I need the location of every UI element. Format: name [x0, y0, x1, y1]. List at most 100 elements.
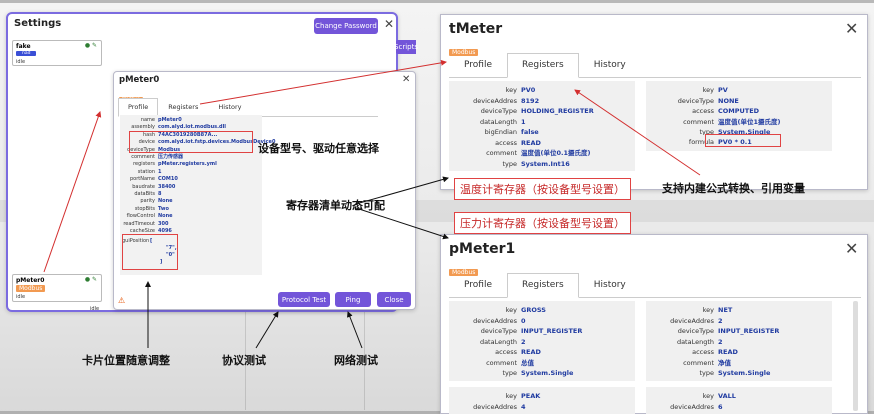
field-value[interactable]: 温度值(单位0.1摄氏度) [521, 149, 591, 157]
field-value[interactable]: 2 [718, 316, 723, 325]
field-value[interactable]: 6 [718, 402, 723, 411]
close-button[interactable]: Close [377, 292, 411, 307]
field-row: dataLength 2 [449, 337, 629, 348]
field-value[interactable]: 4 [521, 402, 526, 411]
field-value[interactable]: INPUT_REGISTER [718, 327, 780, 335]
field-value[interactable]: GROSS [521, 306, 546, 314]
protocol-test-button[interactable]: Protocol Test [278, 292, 330, 307]
field-value[interactable]: NONE [718, 96, 739, 105]
field-value[interactable]: READ [718, 348, 738, 356]
gear-icon[interactable]: ● ✎ [84, 276, 97, 283]
field-value[interactable]: READ [521, 348, 541, 356]
field-value[interactable]: 2 [521, 337, 526, 346]
field-key: comment [486, 149, 517, 157]
field-value[interactable]: 总值 [521, 358, 534, 367]
field-value[interactable]: System.Single [718, 369, 771, 377]
field-key: key [505, 306, 517, 314]
device-card-fake[interactable]: fake ● ✎ nad idle [12, 40, 102, 66]
field-value[interactable]: com.alyd.iot.modbus.dll [158, 124, 227, 131]
field-value[interactable]: 温度值(单位1摄氏度) [718, 117, 781, 126]
field-value[interactable]: pMeter.registers.yml [158, 161, 217, 168]
field-value[interactable]: NET [718, 306, 733, 314]
modbus-badge: Modbus [16, 285, 46, 292]
change-password-button[interactable]: Change Password [314, 18, 378, 34]
field-value[interactable]: false [521, 128, 539, 136]
close-icon[interactable]: ✕ [384, 17, 395, 31]
field-value[interactable]: System.Int16 [521, 159, 570, 168]
field-value[interactable]: HOLDING_REGISTER [521, 107, 594, 115]
scrollbar[interactable] [853, 301, 858, 411]
field-value[interactable]: COM10 [158, 176, 178, 183]
field-value[interactable]: com.alyd.iot.fstp.devices.ModbusDevice0 [158, 139, 276, 146]
field-value[interactable]: System.Single [718, 128, 771, 136]
tab-profile[interactable]: Profile [464, 60, 492, 70]
gui-position-value[interactable]: [ "7", "0" ] [150, 238, 177, 266]
close-icon[interactable]: ✕ [845, 19, 859, 38]
field-value[interactable]: 压力传感器 [158, 154, 184, 161]
field-key: comment [683, 117, 714, 126]
formula-label: formula [688, 138, 714, 146]
pmeter1-title: pMeter1 [449, 241, 516, 257]
field-value[interactable]: 2 [718, 337, 723, 346]
field-value[interactable]: 0 [521, 316, 526, 325]
field-value[interactable]: 8192 [521, 96, 540, 105]
field-value[interactable]: 1 [521, 117, 526, 126]
field-value[interactable]: pMeter0 [158, 117, 182, 123]
field-key: deviceType [127, 146, 155, 153]
field-key: deviceType [677, 327, 714, 335]
tab-history[interactable]: History [593, 60, 626, 70]
pmeter0-tabs: Profile Registers History [118, 98, 378, 117]
field-key: dataLength [479, 337, 517, 346]
field-key: deviceType [480, 327, 517, 335]
field-value[interactable]: Two [158, 205, 169, 212]
close-icon[interactable]: ✕ [402, 74, 411, 85]
tab-history[interactable]: History [218, 103, 242, 111]
tab-registers[interactable]: Registers [168, 103, 199, 111]
device-card-pmeter0[interactable]: pMeter0 ● ✎ Modbus idle [12, 274, 102, 302]
scripts-button[interactable]: Scripts [394, 40, 418, 54]
field-value[interactable]: PV [718, 86, 728, 94]
field-value[interactable]: INPUT_REGISTER [521, 327, 583, 335]
close-icon[interactable]: ✕ [845, 239, 859, 258]
field-value[interactable]: Modbus [158, 146, 181, 153]
tab-profile[interactable]: Profile [464, 280, 492, 290]
gear-icon[interactable]: ● ✎ [84, 42, 97, 49]
field-value[interactable]: VALL [718, 392, 736, 400]
field-value[interactable]: PEAK [521, 392, 541, 400]
field-key: bigEndian [484, 128, 517, 136]
field-value[interactable]: 4096 [158, 228, 172, 235]
field-value[interactable]: 38400 [158, 183, 176, 190]
ping-button[interactable]: Ping [335, 292, 371, 307]
field-value[interactable]: 8 [158, 191, 162, 198]
tab-registers[interactable]: Registers [506, 53, 579, 78]
field-value[interactable]: 净值 [718, 358, 731, 367]
field-value[interactable]: None [158, 198, 173, 205]
field-value[interactable]: 74AC3019280B87A... [158, 131, 218, 138]
field-value[interactable]: System.Single [521, 369, 574, 377]
field-value[interactable]: READ [521, 138, 541, 147]
field-value[interactable]: 300 [158, 220, 169, 227]
formula-value[interactable]: PV0 * 0.1 [718, 138, 752, 146]
field-value[interactable]: 1 [158, 168, 162, 175]
field-value[interactable]: PV0 [521, 86, 536, 94]
tab-registers[interactable]: Registers [506, 273, 579, 298]
field-value[interactable]: COMPUTED [718, 107, 760, 115]
field-value[interactable]: None [158, 213, 173, 220]
tab-history[interactable]: History [593, 280, 626, 290]
